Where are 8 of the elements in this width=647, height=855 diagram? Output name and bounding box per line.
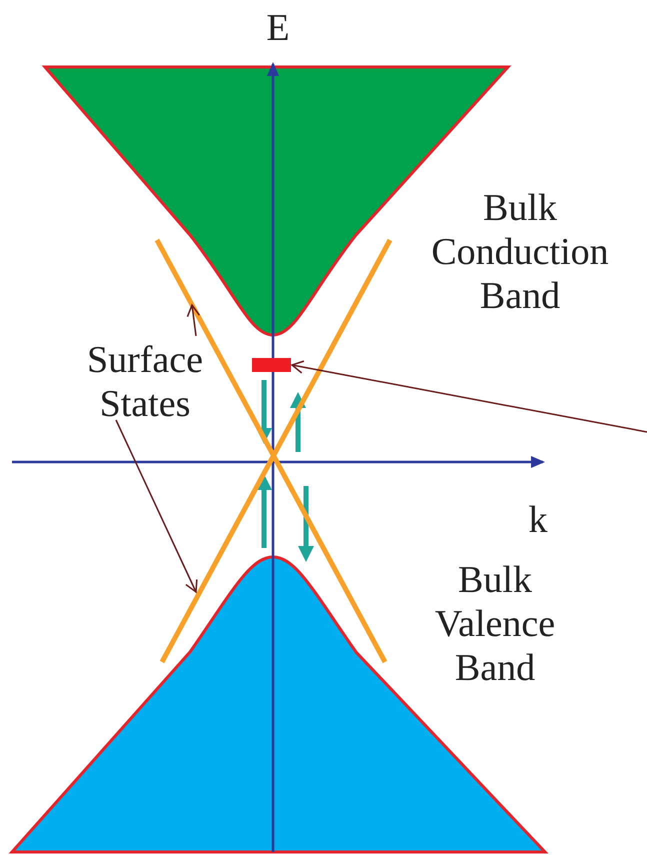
band-label: Bulk Valence Band [434,558,556,690]
annotation-label: Surface States [60,338,230,426]
leader-line [186,304,200,336]
axis-label: k [528,498,548,542]
leader-line [115,420,198,593]
axis-label: E [265,6,291,50]
leader-line [291,360,647,433]
band-label: Bulk Conduction Band [430,186,610,318]
